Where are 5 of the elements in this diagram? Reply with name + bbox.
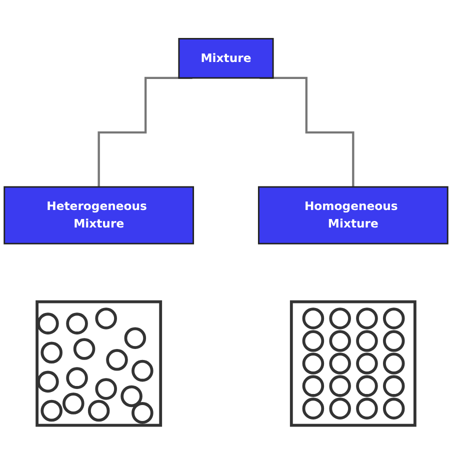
particles-drawing <box>36 300 162 427</box>
category-box: Heterogeneous Mixture <box>4 186 194 244</box>
category-box: Homogeneous Mixture <box>258 186 448 244</box>
category-box: Mixture <box>178 38 274 79</box>
particles-drawing <box>290 300 416 427</box>
